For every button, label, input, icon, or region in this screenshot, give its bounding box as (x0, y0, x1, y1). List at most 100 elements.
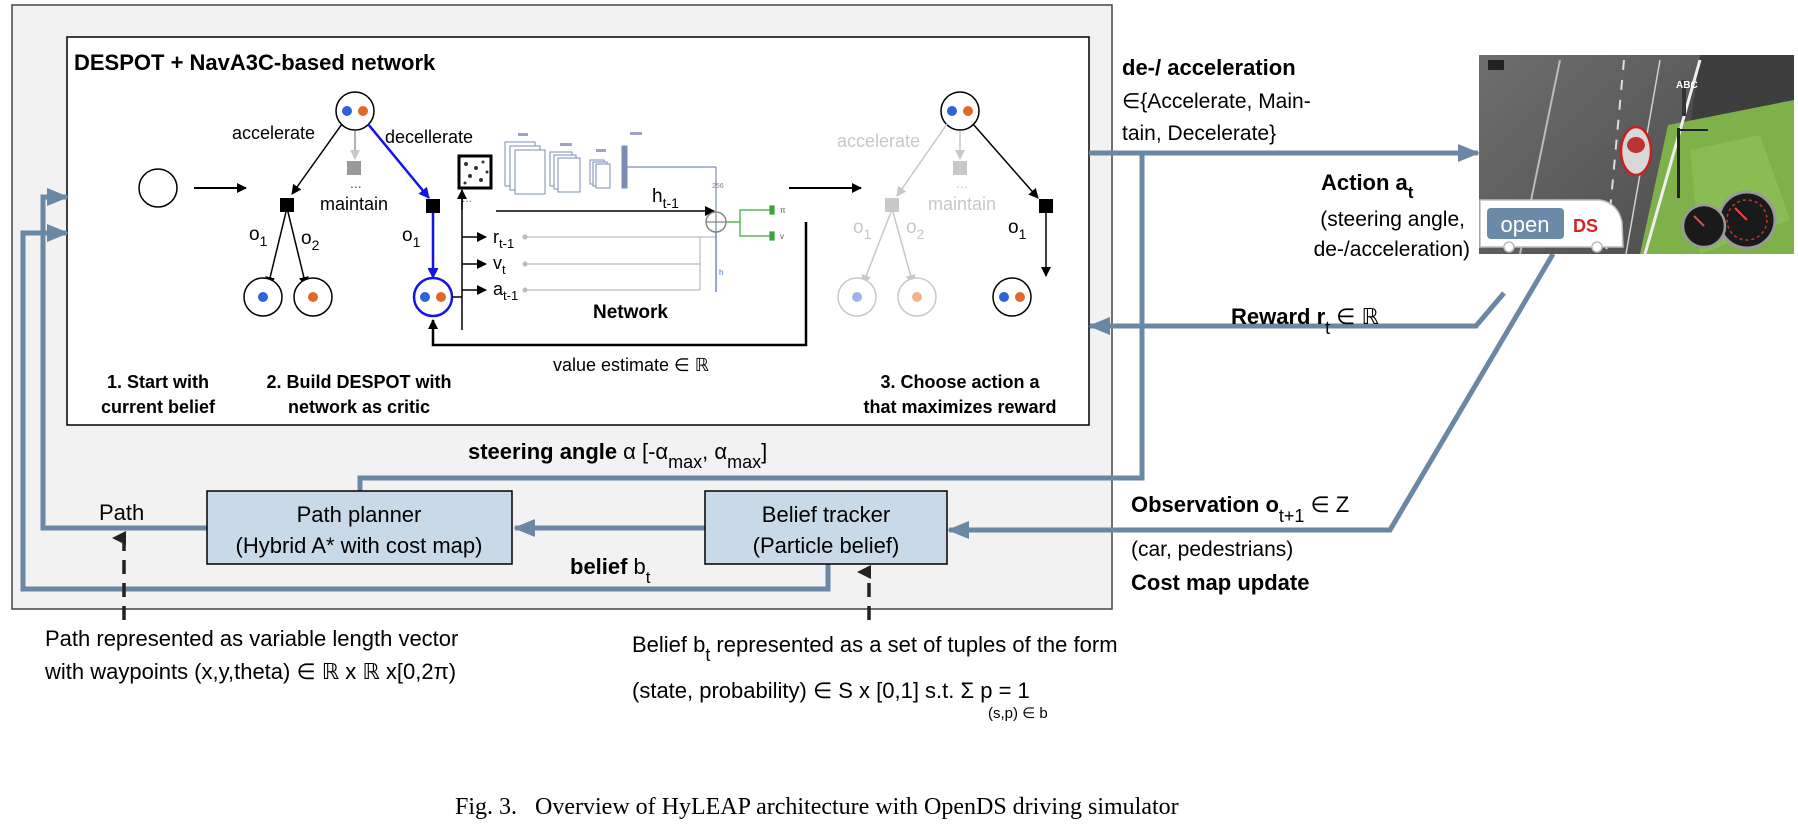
label-o1-left: o1 (249, 224, 268, 249)
edge3-o2 (892, 211, 916, 285)
belief-to-despot-arrow (20, 224, 831, 592)
reward-arrow (1088, 291, 1506, 335)
path-note-line2: with waypoints (x,y,theta) ∈ ℝ x ℝ x[0,2… (44, 659, 456, 684)
maintain3-dots: ... (956, 175, 968, 191)
edge-o2-left (287, 211, 309, 287)
path-planner-box (206, 490, 513, 565)
label-v: vt (493, 253, 506, 277)
conv-stack-annotations (518, 132, 642, 152)
svg-text:open: open (1501, 212, 1550, 237)
step2-caption-2: network as critic (288, 397, 430, 417)
step2-caption-1: 2. Build DESPOT with (266, 372, 451, 392)
belief-dot-orange (436, 292, 446, 302)
edge-decellerate (367, 123, 430, 199)
belief-note-subscript: (s,p) ∈ b (988, 705, 1048, 722)
label3-o1-decel: o1 (1008, 217, 1027, 242)
belief-dot-blue (258, 292, 268, 302)
edge3-decellerate (972, 123, 1039, 199)
action-node-decellerate (426, 199, 440, 213)
lstm-cell: h (705, 211, 727, 292)
value-feedback-arrow (428, 222, 808, 347)
belief-dot-orange (308, 292, 318, 302)
svg-text:h: h (719, 268, 723, 277)
belief-tracker-title: Belief tracker (762, 502, 890, 527)
label-a: at-1 (493, 279, 518, 303)
deacc-line3: tain, Decelerate} (1122, 122, 1276, 145)
action-line3: de-/acceleration) (1314, 238, 1470, 261)
policy-head-label: π (780, 206, 786, 215)
steering-feed-line (357, 153, 1145, 491)
step1-caption-1: 1. Start with (107, 372, 209, 392)
reward-label: Reward rt∈ ℝ (1231, 304, 1379, 338)
belief-dot-blue (999, 292, 1009, 302)
despot-box (66, 36, 1090, 426)
figure-caption: Fig. 3. Overview of HyLEAP architecture … (455, 794, 1179, 820)
edge-accelerate (291, 123, 343, 195)
maintain3-node (953, 161, 967, 175)
step3-caption-2: that maximizes reward (863, 397, 1056, 417)
label-r: rt-1 (493, 227, 514, 251)
belief-dot-blue (947, 106, 957, 116)
label-h: ht-1 (652, 186, 679, 211)
belief-dot-blue (420, 292, 430, 302)
opends-logo: open DS (1479, 199, 1624, 253)
belief-dot-blue (852, 292, 862, 302)
belief-dot-orange (358, 106, 368, 116)
maintain-dots: ... (350, 175, 362, 191)
path-note-line1: Path represented as variable length vect… (45, 626, 458, 651)
input-node-a (522, 287, 528, 293)
observation-image-texture (463, 160, 489, 185)
action-line2: (steering angle, (1320, 208, 1465, 231)
input-node-v (522, 261, 528, 267)
obs3-decel (992, 277, 1032, 317)
label3-accelerate: accelerate (837, 131, 920, 151)
svg-text:ABC: ABC (1676, 80, 1698, 91)
edge3-accelerate (896, 123, 948, 197)
belief-dot-blue (342, 106, 352, 116)
despot-title: DESPOT + NavA3C-based network (74, 50, 436, 75)
step3-caption-1: 3. Choose action a (880, 372, 1040, 392)
action3-decellerate (1039, 199, 1053, 213)
tree2-root (335, 91, 375, 131)
path-label: Path (99, 500, 144, 525)
lstm-size: 256 (712, 183, 724, 190)
label-o2-left: o2 (301, 228, 320, 253)
action-node-accelerate (280, 198, 294, 212)
belief-tracker-box (704, 490, 948, 565)
edge3-o1 (861, 211, 892, 285)
step1-caption-2: current belief (101, 397, 216, 417)
value-estimate-label: value estimate ∈ ℝ (553, 355, 709, 375)
belief-dot-orange (963, 106, 973, 116)
label-decellerate: decellerate (385, 127, 473, 147)
label-accelerate: accelerate (232, 123, 315, 143)
svg-text:DS: DS (1573, 216, 1598, 236)
belief-tracker-subtitle: (Particle belief) (753, 533, 900, 558)
path-to-despot-arrow (40, 188, 207, 531)
start-node (138, 168, 178, 208)
obs-line3: Cost map update (1131, 570, 1309, 595)
value-head-label: v (780, 232, 784, 241)
path-planner-title: Path planner (297, 502, 422, 527)
action-label: Action at (1321, 170, 1414, 202)
belief-dot-orange (912, 292, 922, 302)
conv-stack (504, 141, 628, 195)
belief-note-line2: (state, probability) ∈ S x [0,1] s.t. Σ … (632, 678, 1030, 703)
action3-accelerate (885, 198, 899, 212)
network-label: Network (593, 302, 668, 323)
maintain-node (347, 161, 361, 175)
observation-arrow (947, 252, 1556, 539)
label-o1-decel: o1 (402, 225, 421, 250)
label3-o1: o1 (853, 217, 872, 242)
path-planner-subtitle: (Hybrid A* with cost map) (236, 533, 483, 558)
edge-o1-left (265, 211, 287, 287)
image-dots: ... (462, 191, 472, 205)
deacc-title: de-/ acceleration (1122, 55, 1296, 80)
obs-node-decel (412, 276, 454, 318)
label3-o2: o2 (906, 217, 925, 242)
label-maintain: maintain (320, 194, 388, 214)
label3-maintain: maintain (928, 194, 996, 214)
policy-value-heads (726, 205, 775, 241)
